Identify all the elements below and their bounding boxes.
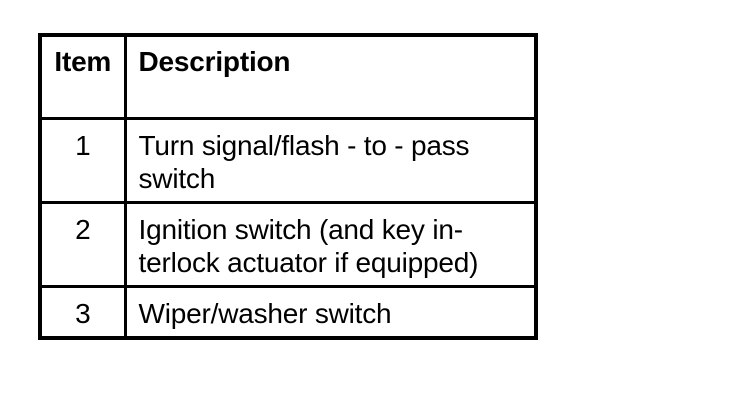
item-number-cell: 3 <box>38 284 127 339</box>
column-header-item: Item <box>38 33 127 120</box>
table-row: 3 Wiper/washer switch <box>38 284 538 339</box>
table-row: 2 Ignition switch (and key in- terlock a… <box>38 200 538 288</box>
description-cell: Turn signal/flash - to - pass switch <box>123 116 538 204</box>
table-header-row: Item Description <box>38 33 538 120</box>
item-number-cell: 2 <box>38 200 127 288</box>
description-cell: Ignition switch (and key in- terlock act… <box>123 200 538 288</box>
table-row: 1 Turn signal/flash - to - pass switch <box>38 116 538 204</box>
item-description-table: Item Description 1 Turn signal/flash - t… <box>38 33 538 340</box>
column-header-description: Description <box>123 33 538 120</box>
description-cell: Wiper/washer switch <box>123 284 538 339</box>
item-number-cell: 1 <box>38 116 127 204</box>
